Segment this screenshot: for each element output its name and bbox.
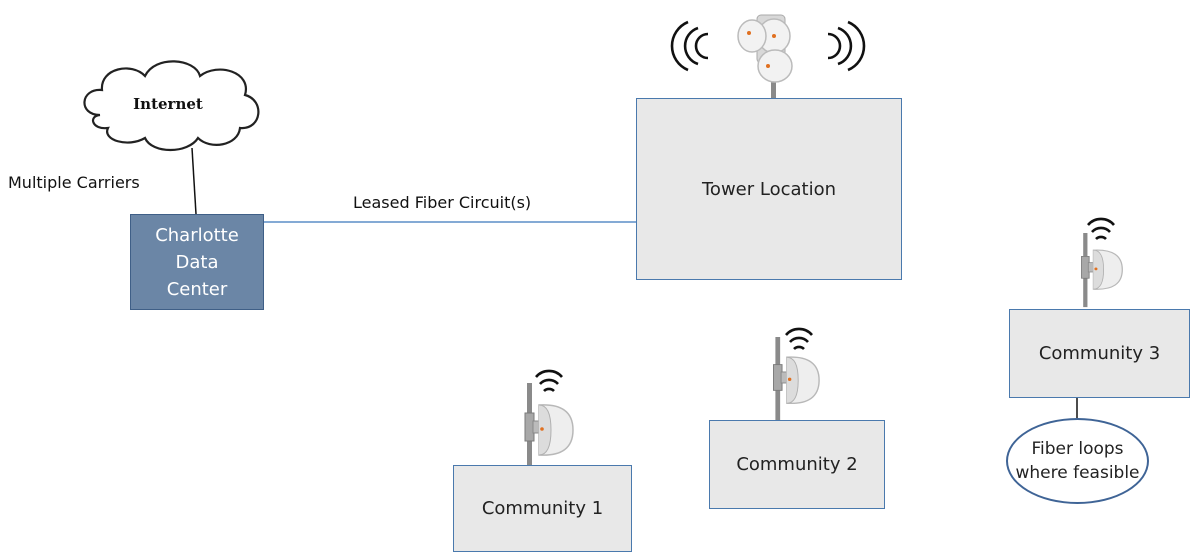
radio-wave-icon (670, 20, 866, 72)
wifi-signal-icon (784, 327, 814, 351)
wifi-signal-icon (1086, 217, 1116, 241)
dish-antenna-icon (772, 336, 820, 426)
internet-label: Internet (133, 95, 203, 113)
fiber-circuit-label: Leased Fiber Circuit(s) (353, 193, 532, 212)
cloud-icon (83, 60, 260, 151)
wifi-signal-icon (534, 369, 564, 393)
community-1-box: Community 1 (453, 465, 632, 552)
tower-location-box: Tower Location (636, 98, 902, 280)
community-3-box: Community 3 (1009, 309, 1190, 398)
dish-antenna-icon (524, 382, 574, 479)
community-2-box: Community 2 (709, 420, 885, 509)
fiber-loops-oval: Fiber loops where feasible (1006, 418, 1149, 504)
carrier-link-line (191, 147, 197, 215)
carriers-label: Multiple Carriers (8, 173, 140, 192)
tower-antenna-cluster-icon (737, 14, 793, 99)
data-center-box: Charlotte Data Center (130, 214, 264, 310)
dish-antenna-icon (1080, 232, 1123, 308)
